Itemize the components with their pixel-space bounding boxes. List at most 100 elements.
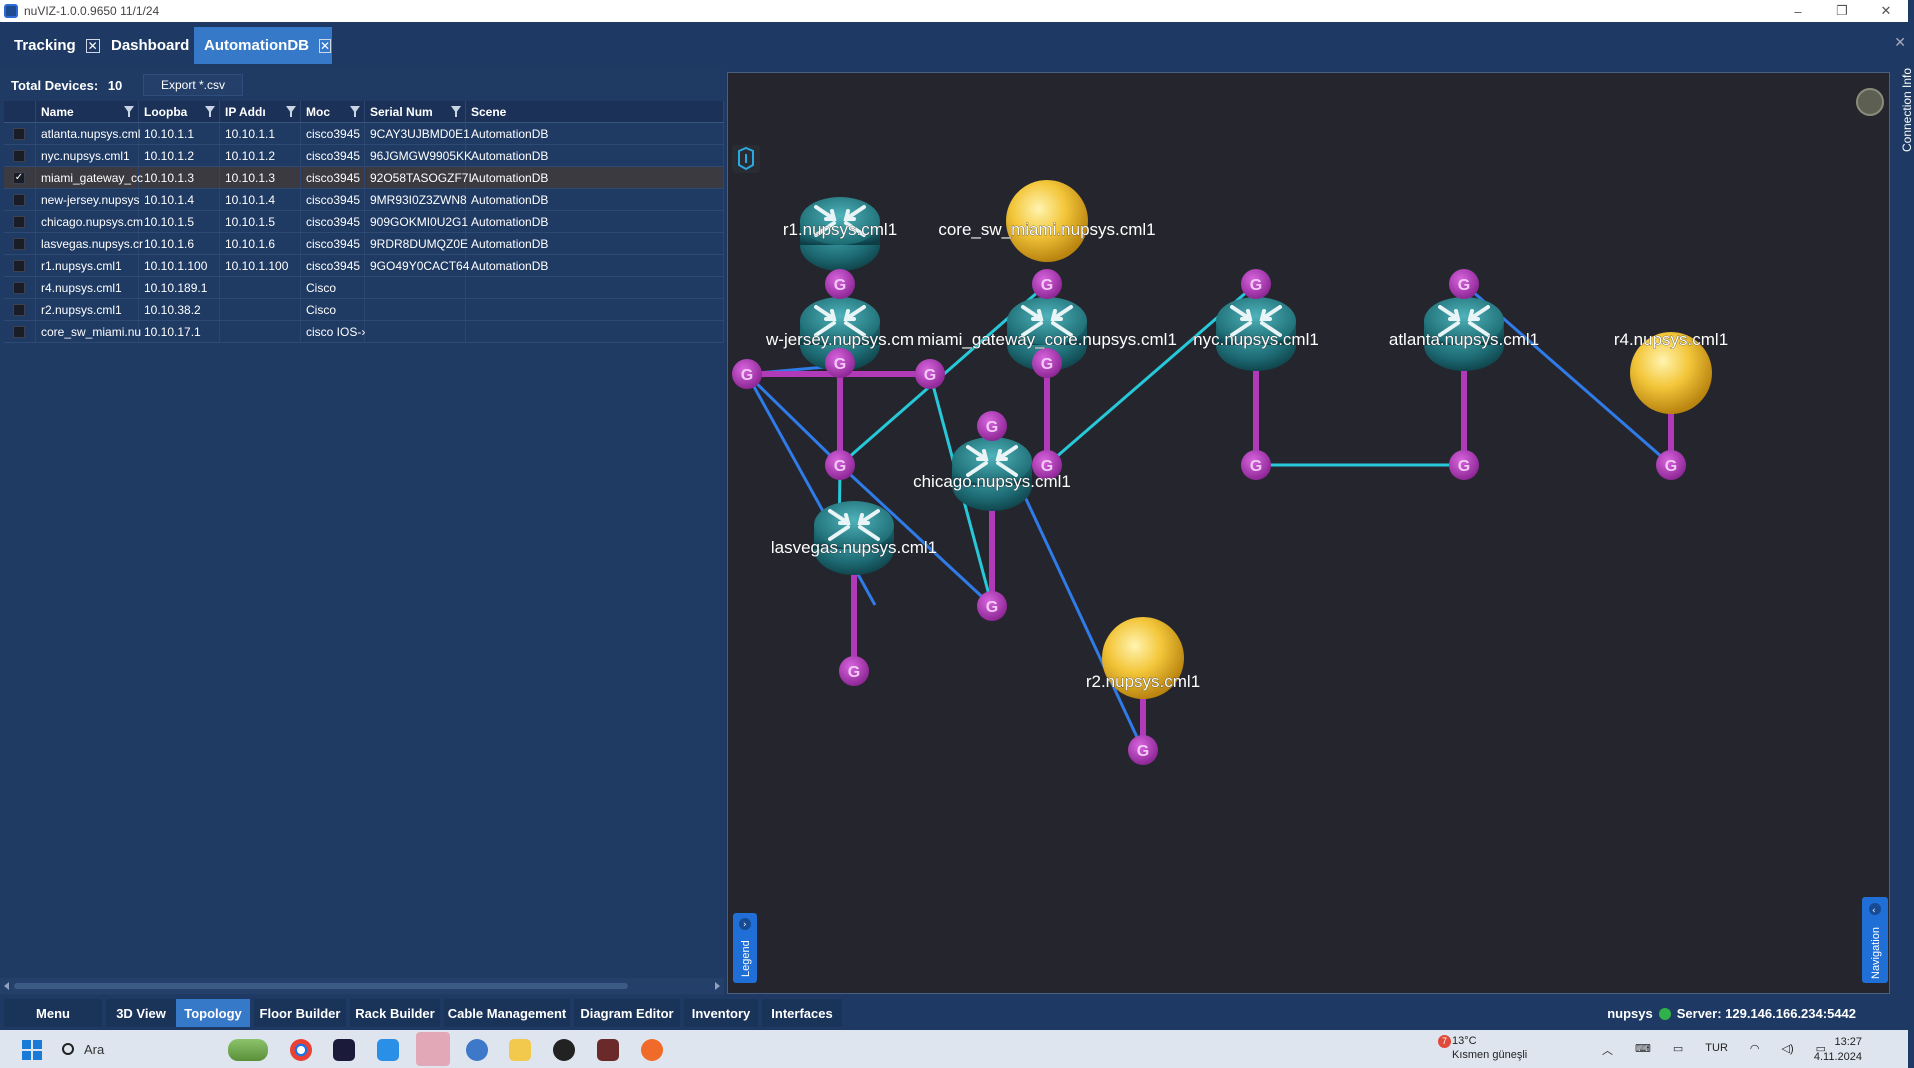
interface-core_a[interactable]: G	[1032, 269, 1062, 299]
interface-nj_l[interactable]: G	[732, 359, 762, 389]
interface-nyc_b[interactable]: G	[1241, 450, 1271, 480]
interface-r1b[interactable]: G	[825, 348, 855, 378]
row-checkbox[interactable]	[13, 281, 25, 294]
header-model[interactable]: Moc	[301, 101, 365, 122]
header-loopback[interactable]: Loopba	[139, 101, 220, 122]
interface-at_t[interactable]: G	[1449, 269, 1479, 299]
nav-3d-view-button[interactable]: 3D View	[106, 999, 176, 1027]
header-ip[interactable]: IP Addı	[220, 101, 301, 122]
display-icon[interactable]: ▭	[1672, 1043, 1684, 1055]
tray-chevron-icon[interactable]: ︿	[1602, 1045, 1613, 1057]
legend-tab[interactable]: › Legend	[733, 913, 757, 983]
taskbar-search[interactable]: Ara	[62, 1036, 242, 1062]
filter-icon[interactable]	[350, 106, 360, 117]
node-core[interactable]	[1006, 180, 1088, 262]
interface-r2_b[interactable]: G	[1128, 735, 1158, 765]
volume-icon[interactable]: ◁)	[1781, 1043, 1794, 1055]
file-explorer-icon[interactable]	[509, 1039, 531, 1061]
nav-rack-builder-button[interactable]: Rack Builder	[350, 999, 440, 1027]
interface-nyc_t[interactable]: G	[1241, 269, 1271, 299]
interface-r1a[interactable]: G	[825, 269, 855, 299]
connection-info-tab[interactable]: Connection Info	[1892, 68, 1914, 182]
restore-icon[interactable]: ❐	[1836, 3, 1848, 18]
navigation-tab[interactable]: ‹ Navigation	[1862, 897, 1888, 983]
weather-widget[interactable]: 7 13°C Kısmen güneşli	[1438, 1034, 1527, 1062]
header-serial[interactable]: Serial Num	[365, 101, 466, 122]
link-line[interactable]	[745, 372, 842, 467]
filter-icon[interactable]	[451, 106, 461, 117]
node-nyc[interactable]	[1216, 297, 1296, 371]
windows-start-icon[interactable]	[22, 1040, 42, 1060]
app-icon[interactable]	[597, 1039, 619, 1061]
interface-ch_b[interactable]: G	[977, 591, 1007, 621]
app-s-icon[interactable]	[416, 1032, 450, 1066]
keyboard-icon[interactable]: ⌨	[1635, 1043, 1651, 1055]
node-miami[interactable]	[1007, 297, 1087, 371]
filter-icon[interactable]	[124, 106, 134, 117]
filter-icon[interactable]	[205, 106, 215, 117]
filter-icon[interactable]	[286, 106, 296, 117]
row-checkbox[interactable]: ✓	[13, 171, 25, 184]
row-checkbox[interactable]	[13, 303, 25, 316]
interface-mi_l[interactable]: G	[915, 359, 945, 389]
interface-r4_b[interactable]: G	[1656, 450, 1686, 480]
node-r1[interactable]	[800, 197, 880, 271]
tab-automationdb[interactable]: AutomationDB ✕	[194, 27, 332, 64]
node-r4[interactable]	[1630, 332, 1712, 414]
interface-ch_t[interactable]: G	[977, 411, 1007, 441]
nav-inventory-button[interactable]: Inventory	[684, 999, 758, 1027]
row-checkbox[interactable]	[13, 325, 25, 338]
row-checkbox[interactable]	[13, 237, 25, 250]
node-chicago[interactable]	[952, 437, 1032, 511]
chrome-icon[interactable]	[290, 1039, 312, 1061]
language-indicator[interactable]: TUR	[1705, 1042, 1728, 1054]
postman-icon[interactable]	[641, 1039, 663, 1061]
settings-app-icon[interactable]	[466, 1039, 488, 1061]
panel-close-icon[interactable]: ✕	[1894, 34, 1906, 50]
header-name[interactable]: Name	[36, 101, 139, 122]
horizontal-scrollbar[interactable]	[0, 978, 724, 994]
vscode-icon[interactable]	[377, 1039, 399, 1061]
settings-orb-button[interactable]	[1856, 88, 1884, 116]
nav-cable-management-button[interactable]: Cable Management	[444, 999, 570, 1027]
close-icon[interactable]: ✕	[1880, 3, 1892, 18]
scroll-right-icon[interactable]	[715, 982, 720, 990]
tab-close-icon[interactable]: ✕	[319, 38, 332, 53]
header-scene[interactable]: Scene	[466, 101, 724, 122]
wifi-icon[interactable]: ◠	[1749, 1043, 1760, 1055]
scene-logo-icon[interactable]	[732, 145, 760, 173]
interface-at_b[interactable]: G	[1449, 450, 1479, 480]
row-checkbox[interactable]	[13, 193, 25, 206]
nav-interfaces-button[interactable]: Interfaces	[762, 999, 842, 1027]
nav-floor-builder-button[interactable]: Floor Builder	[254, 999, 346, 1027]
nav-diagram-editor-button[interactable]: Diagram Editor	[574, 999, 680, 1027]
interface-lv_b[interactable]: G	[839, 656, 869, 686]
battery-icon[interactable]: ▭	[1815, 1043, 1827, 1055]
node-nj[interactable]	[800, 297, 880, 371]
tab-tracking[interactable]: Tracking ✕	[4, 27, 110, 64]
rider-icon[interactable]	[333, 1039, 355, 1061]
widgets-icon[interactable]	[228, 1039, 268, 1061]
minimize-icon[interactable]: –	[1794, 3, 1802, 19]
nav-topology-button[interactable]: Topology	[176, 999, 250, 1027]
node-atlanta[interactable]	[1424, 297, 1504, 371]
row-checkbox[interactable]	[13, 127, 25, 140]
node-r2[interactable]	[1102, 617, 1184, 699]
interface-nj_b[interactable]: G	[825, 450, 855, 480]
nav-menu-button[interactable]: Menu	[4, 999, 102, 1027]
interface-core_b[interactable]: G	[1032, 348, 1062, 378]
row-checkbox[interactable]	[13, 149, 25, 162]
export-csv-button[interactable]: Export *.csv	[143, 74, 243, 96]
row-checkbox[interactable]	[13, 215, 25, 228]
